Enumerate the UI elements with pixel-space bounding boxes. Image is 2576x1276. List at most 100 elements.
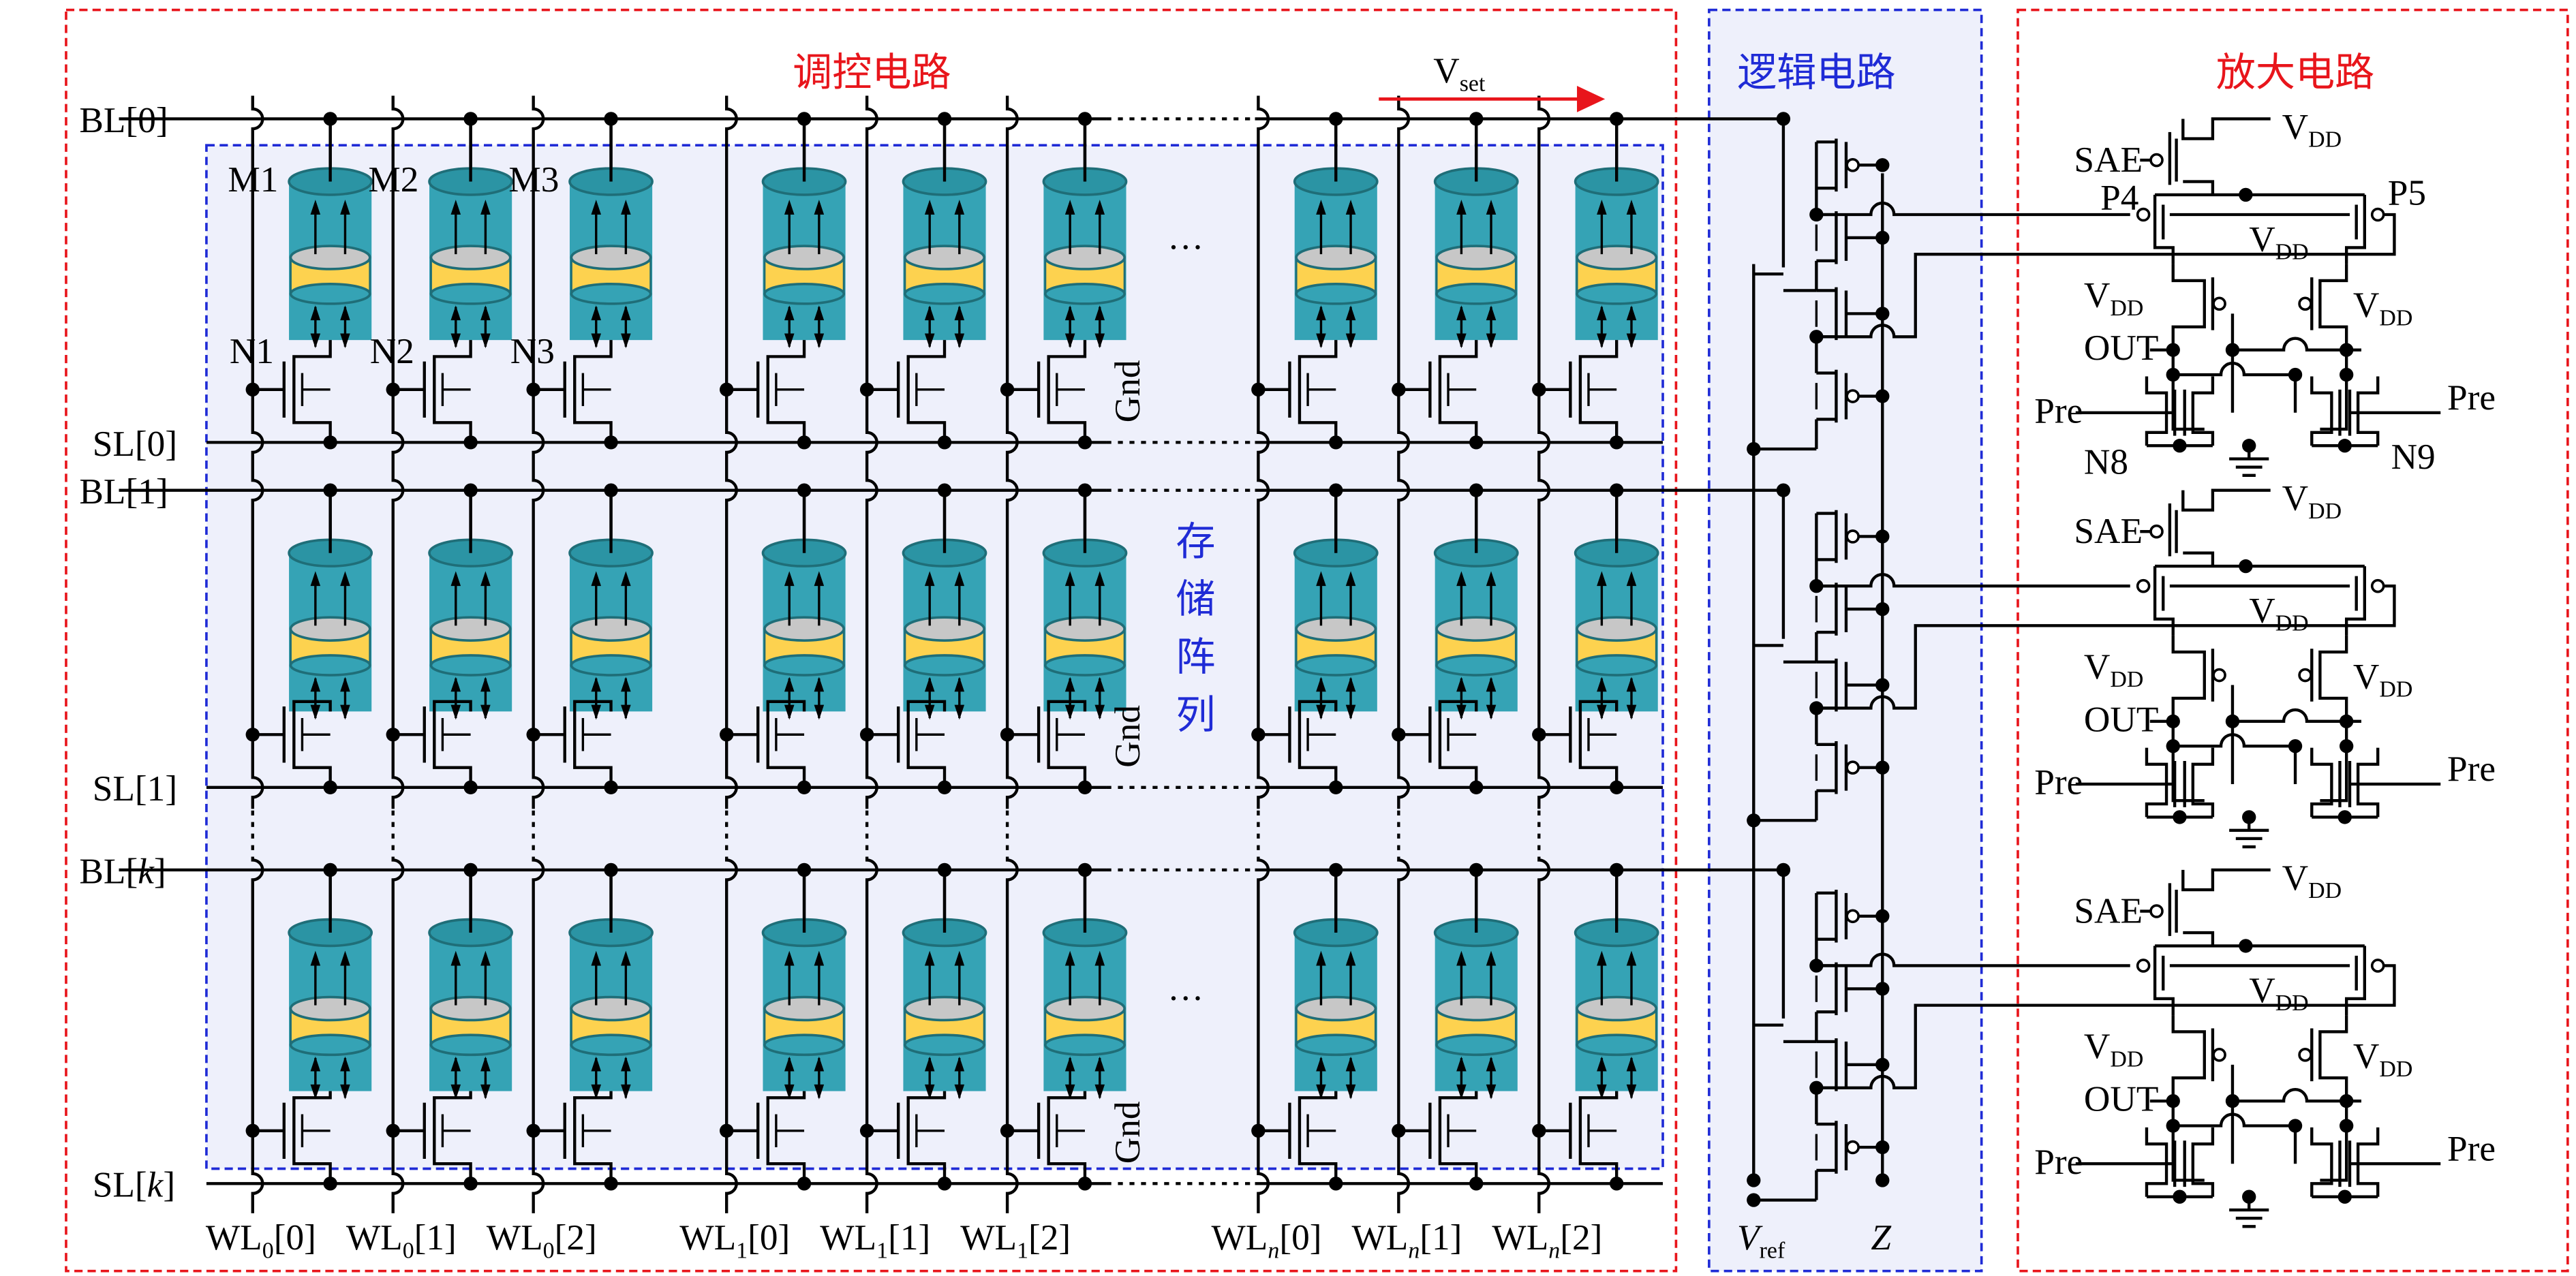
- arrow-up-icon: [621, 676, 631, 692]
- arrow-up-icon: [924, 200, 935, 215]
- junction-dot: [1875, 982, 1890, 996]
- junction-dot: [1000, 728, 1015, 742]
- word-line: [1397, 95, 1410, 1213]
- memristor-disc: [289, 245, 371, 270]
- junction-dot: [859, 1123, 874, 1138]
- logic-transistor: [1816, 1121, 1838, 1174]
- junction-dot: [2339, 367, 2354, 382]
- arrow-up-icon: [340, 305, 350, 321]
- arrow-down-icon: [1064, 704, 1075, 720]
- arrow-down-icon: [1345, 333, 1356, 349]
- pmos-drains: [2153, 566, 2366, 636]
- sae-pmos: [2168, 488, 2271, 567]
- arrow-down-icon: [954, 1084, 965, 1100]
- memristor-disc: [570, 245, 652, 270]
- access-transistor: [1578, 700, 1619, 788]
- arrow-down-icon: [591, 333, 602, 349]
- arrow-up-icon: [1094, 571, 1105, 587]
- junction-dot: [2339, 739, 2354, 753]
- arrow-up-icon: [1626, 200, 1637, 215]
- label-base: V: [1433, 50, 1460, 91]
- inverter-bubble: [2370, 578, 2385, 593]
- pre-label: Pre: [2447, 749, 2496, 789]
- arrow-up-icon: [954, 571, 965, 587]
- latch-wires: [2171, 264, 2348, 431]
- memristor-disc-bottom: [763, 1033, 846, 1057]
- logic-transistor: [1816, 890, 1838, 943]
- junction-dot: [2337, 810, 2352, 824]
- access-transistor: [292, 1091, 332, 1184]
- arrow-up-icon: [1345, 676, 1356, 692]
- label-subscript: ref: [1760, 1238, 1785, 1263]
- word-line: [1257, 95, 1270, 1213]
- arrow-down-icon: [621, 333, 631, 349]
- arrow-up-icon: [591, 950, 602, 966]
- label-base: WL: [1212, 1217, 1268, 1258]
- junction-dot: [797, 780, 812, 794]
- nmos-pair: [2145, 1127, 2215, 1198]
- latch-wires: [2171, 635, 2348, 803]
- label-subscript: DD: [2379, 1057, 2412, 1082]
- label-base: V: [2084, 647, 2110, 687]
- arrow-down-icon: [784, 333, 795, 349]
- junction-dot: [937, 1177, 952, 1191]
- arrow-up-icon: [1345, 200, 1356, 215]
- memristor-cell: [719, 862, 847, 1191]
- arrow-down-icon: [1345, 704, 1356, 720]
- transistor-label: N1: [230, 331, 274, 371]
- memristor-disc-bottom: [904, 654, 985, 676]
- arrow-down-icon: [924, 333, 935, 349]
- logic-transistor: [1816, 741, 1838, 794]
- memristor-label: M2: [368, 159, 418, 200]
- inverter-bubble: [1845, 529, 1860, 544]
- label-base: V: [2249, 970, 2275, 1010]
- source-line-label: SL[k]: [93, 1165, 175, 1205]
- arrow-up-icon: [340, 676, 350, 692]
- junction-dot: [2242, 1189, 2256, 1204]
- memristor-disc-bottom: [570, 282, 652, 305]
- label-subscript: DD: [2308, 878, 2342, 903]
- memristor-disc: [904, 245, 985, 270]
- pmos-drains: [2153, 946, 2366, 1016]
- bit-line-label: BL[1]: [79, 471, 168, 512]
- inverter-bubble: [2136, 578, 2151, 593]
- access-transistor: [573, 700, 613, 788]
- memristor-disc-bottom: [1043, 282, 1126, 305]
- bit-line-label: BL[k]: [79, 851, 166, 891]
- arrow-up-icon: [1626, 571, 1637, 587]
- vdd-label: VDD: [2249, 219, 2308, 264]
- out-label: OUT: [2084, 328, 2159, 368]
- sae-label: SAE: [2074, 511, 2143, 551]
- inverter-bubble: [2212, 1048, 2226, 1062]
- pmos-drains: [2153, 194, 2366, 264]
- arrow-up-icon: [340, 571, 350, 587]
- arrow-up-icon: [784, 200, 795, 215]
- arrow-up-icon: [1456, 200, 1467, 215]
- access-transistor: [1047, 1091, 1087, 1184]
- junction-dot: [2337, 439, 2352, 453]
- arrow-down-icon: [480, 333, 491, 349]
- arrow-up-icon: [784, 950, 795, 966]
- nmos-pair: [2145, 747, 2215, 819]
- memristor-disc-bottom: [1295, 282, 1377, 305]
- out-label: OUT: [2084, 1079, 2159, 1119]
- memristor-cell: [1392, 112, 1519, 450]
- arrow-up-icon: [450, 950, 461, 966]
- access-transistor: [1047, 700, 1087, 788]
- arrow-up-icon: [1597, 305, 1607, 321]
- arrow-down-icon: [924, 1084, 935, 1100]
- source-line-label: SL[1]: [93, 768, 177, 809]
- arrow-down-icon: [591, 1084, 602, 1100]
- inverter-bubble: [2149, 904, 2164, 918]
- access-transistor: [1578, 1091, 1619, 1184]
- junction-dot: [1329, 435, 1343, 450]
- junction-dot: [1610, 780, 1624, 794]
- label-base: V: [2282, 478, 2309, 518]
- pre-label: Pre: [2034, 390, 2083, 431]
- access-transistor: [292, 700, 332, 788]
- arrow-down-icon: [1597, 333, 1607, 349]
- arrow-down-icon: [340, 1084, 350, 1100]
- memristor-cell: [1251, 483, 1379, 794]
- vdd-label: VDD: [2249, 590, 2308, 636]
